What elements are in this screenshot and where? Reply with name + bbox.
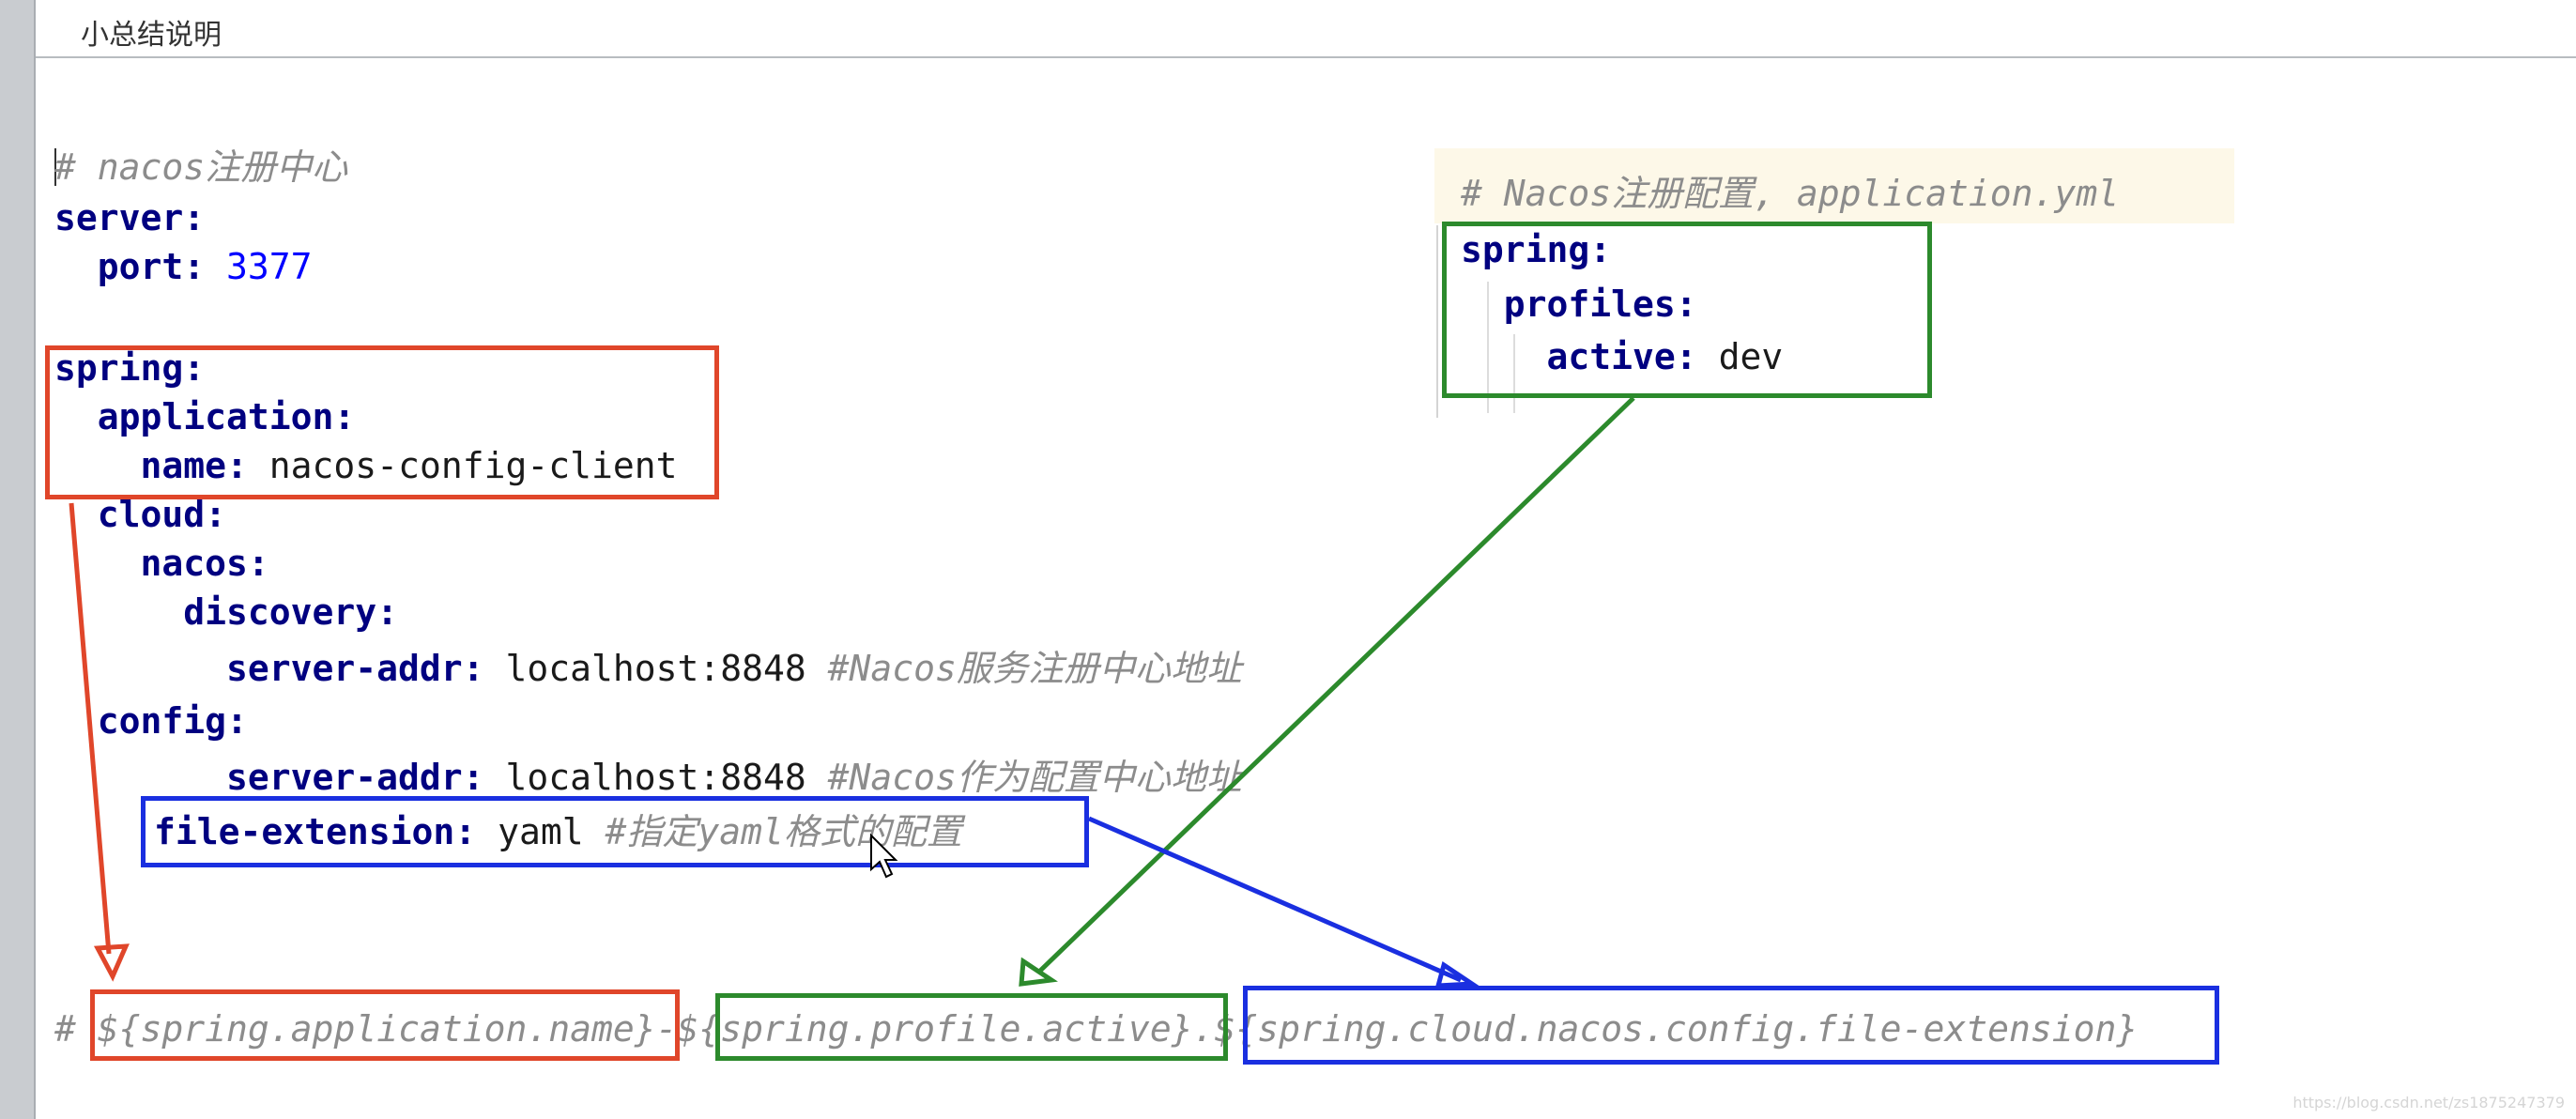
formula-profile-active: ${spring.profile.active} (677, 1008, 1193, 1050)
highlight-box-formula-part2 (715, 993, 1228, 1061)
text-cursor (54, 148, 56, 186)
code-line-name: name: nacos-config-client (54, 445, 678, 486)
title-bar: 小总结说明 (36, 0, 2576, 58)
yaml-key: file-extension: (154, 811, 477, 852)
arrow-green-head (1019, 957, 1058, 987)
yaml-comment: #Nacos服务注册中心地址 (827, 648, 1242, 689)
highlight-box-formula-part1 (90, 989, 680, 1061)
yaml-value: nacos-config-client (268, 445, 678, 486)
formula-separator-dot: . (1192, 1008, 1215, 1050)
formula-line: # ${spring.application.name}-${spring.pr… (54, 1008, 2138, 1050)
formula-application-name: ${spring.application.name} (97, 1008, 656, 1050)
highlight-box-profiles-active (1442, 222, 1932, 398)
yaml-key: server-addr: (226, 648, 484, 689)
code-line-server: server: (54, 197, 205, 238)
yaml-key: application: (97, 396, 356, 437)
yaml-value: dev (1718, 336, 1784, 377)
yaml-key: active: (1546, 336, 1697, 377)
highlight-box-application-name (45, 345, 719, 499)
right-panel-gutter (1436, 225, 1438, 418)
arrow-blue-head (1434, 960, 1480, 989)
yaml-key: cloud: (97, 494, 227, 535)
yaml-key: nacos: (140, 543, 269, 584)
yaml-key: spring: (54, 347, 206, 389)
yaml-comment: #指定yaml格式的配置 (605, 811, 962, 852)
mouse-pointer-icon (870, 834, 898, 879)
code-line-file-extension: file-extension: yaml #指定yaml格式的配置 (154, 811, 962, 852)
code-line-discovery-addr: server-addr: localhost:8848 #Nacos服务注册中心… (54, 648, 1242, 689)
yaml-value: localhost:8848 (505, 757, 806, 798)
code-line-application: application: (54, 396, 356, 437)
code-line-nacos: nacos: (54, 543, 269, 584)
arrow-green (1036, 396, 1635, 974)
yaml-key: discovery: (183, 591, 399, 633)
right-code-line-profiles: profiles: (1461, 284, 1697, 325)
arrow-red-head (93, 943, 130, 982)
arrow-blue (1088, 816, 1462, 983)
window-title: 小总结说明 (81, 19, 222, 52)
arrow-red (69, 502, 112, 955)
indent-guide (1513, 334, 1515, 413)
formula-hash: # (54, 1008, 76, 1050)
yaml-key: profiles: (1503, 284, 1697, 325)
code-line-port: port: 3377 (54, 246, 313, 287)
indent-guide (1487, 282, 1489, 413)
left-gutter-bar (0, 0, 36, 1119)
yaml-comment: #Nacos作为配置中心地址 (827, 757, 1242, 798)
right-code-comment: # Nacos注册配置, application.yml (1461, 173, 2120, 214)
code-line-config: config: (54, 700, 248, 742)
right-code-line-active: active: dev (1461, 336, 1784, 377)
right-code-line-spring: spring: (1461, 229, 1611, 270)
formula-file-extension: ${spring.cloud.nacos.config.file-extensi… (1214, 1008, 2139, 1050)
formula-separator-dash: - (655, 1008, 678, 1050)
yaml-key: port: (97, 246, 206, 287)
code-line-discovery: discovery: (54, 591, 398, 633)
yaml-value: localhost:8848 (505, 648, 806, 689)
watermark: https://blog.csdn.net/zs1875247379 (2292, 1094, 2565, 1111)
yaml-value: yaml (498, 811, 584, 852)
yaml-key: spring: (1461, 229, 1612, 270)
code-line-cloud: cloud: (54, 494, 226, 535)
highlight-box-file-extension (141, 796, 1089, 867)
code-line-spring: spring: (54, 347, 205, 389)
yaml-value: 3377 (226, 246, 313, 287)
yaml-key: name: (140, 445, 248, 486)
code-line-config-addr: server-addr: localhost:8848 #Nacos作为配置中心… (54, 757, 1242, 798)
yaml-key: config: (97, 700, 248, 742)
right-panel-comment-highlight (1434, 148, 2234, 223)
code-comment-nacos-registry: # nacos注册中心 (54, 146, 348, 188)
yaml-key: server-addr: (226, 757, 484, 798)
highlight-box-formula-part3 (1243, 986, 2219, 1065)
yaml-key: server: (54, 197, 206, 238)
